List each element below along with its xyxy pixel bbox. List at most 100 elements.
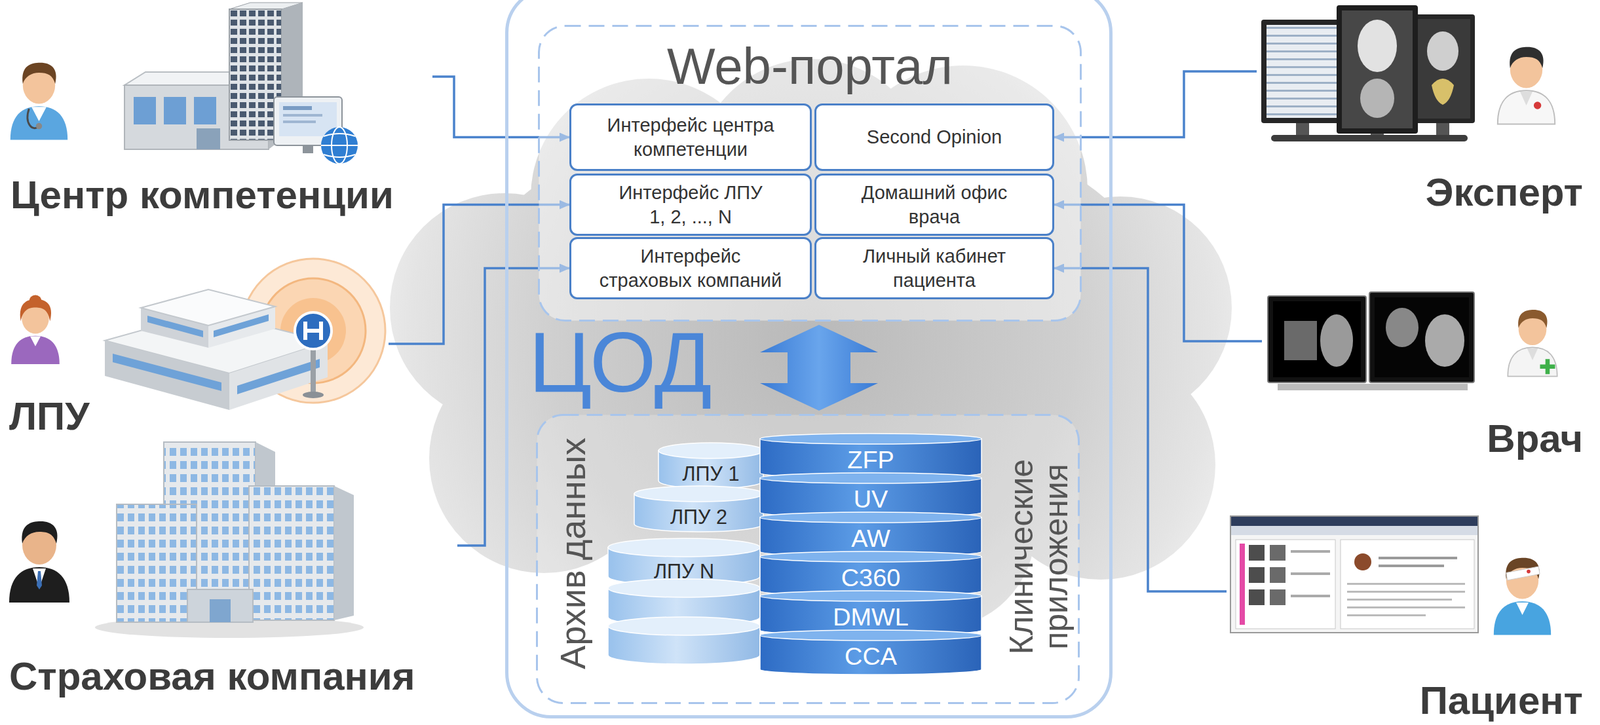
cylinder-top xyxy=(608,617,761,636)
workstation-icon xyxy=(1261,19,1344,124)
nurse-icon xyxy=(20,299,52,322)
application-disk: AW xyxy=(760,512,982,557)
actor-node: Центр компетенции xyxy=(6,5,433,217)
actor-label: Пациент xyxy=(1419,681,1583,721)
hospital-icon xyxy=(229,342,328,411)
businessman-icon xyxy=(21,521,58,544)
box-label: Личный кабинет пациента xyxy=(845,244,1023,293)
doctor-icon xyxy=(22,62,56,84)
connector-arrow xyxy=(1054,205,1262,343)
cylinder-top xyxy=(760,433,982,445)
expert-icon xyxy=(1520,91,1533,106)
expert-icon xyxy=(1533,101,1542,109)
office-building-icon xyxy=(302,145,314,154)
disk-shape xyxy=(760,590,982,636)
doctor-icon xyxy=(31,106,47,122)
xray-monitor-icon xyxy=(1374,297,1469,378)
workstation-icon xyxy=(1427,31,1459,71)
dashed-frame xyxy=(537,415,1080,704)
actor-label: Эксперт xyxy=(1425,172,1583,213)
office-building-icon xyxy=(323,133,356,158)
cylinder-top xyxy=(634,486,764,502)
application-disk: CCA xyxy=(760,630,982,675)
cylinder-label: ЛПУ 2 xyxy=(634,501,764,533)
patient-portal-icon xyxy=(1347,598,1452,601)
box-label: Second Opinion xyxy=(866,125,1002,149)
patient-portal-icon xyxy=(1340,539,1475,629)
portal-box: Интерфейс центра компетенции xyxy=(569,103,812,172)
xray-monitor-icon xyxy=(1267,296,1367,383)
office-building-icon xyxy=(283,114,323,117)
actor-label: Центр компетенции xyxy=(10,175,394,215)
cylinder-shape xyxy=(608,538,761,665)
workstation-icon xyxy=(1261,5,1475,142)
box-label: Интерфейс ЛПУ 1, 2, ..., N xyxy=(611,180,770,229)
application-disk: C360 xyxy=(760,551,982,597)
patient-portal-icon xyxy=(1269,567,1286,584)
doctor-icon xyxy=(10,106,68,140)
hospital-icon xyxy=(104,258,386,411)
physician-icon xyxy=(1527,348,1538,361)
patient-portal-icon xyxy=(1354,553,1372,571)
patient-portal-icon xyxy=(1230,516,1479,633)
application-disk: ZFP xyxy=(760,433,982,479)
dashed-group: Архив данныхКлинические приложенияЛПУ 1Л… xyxy=(535,414,1080,705)
patient-icon xyxy=(1516,602,1529,616)
actor-label: Врач xyxy=(1486,419,1583,459)
patient-portal-icon xyxy=(1230,516,1479,633)
actor-node: ЛПУ xyxy=(5,268,389,438)
patient-portal-icon xyxy=(1248,545,1265,561)
cylinder-top xyxy=(760,551,982,563)
patient-portal-icon xyxy=(1290,594,1331,598)
nurse-icon xyxy=(11,294,60,365)
workstation-icon xyxy=(1415,19,1471,119)
patient-icon xyxy=(1526,570,1531,574)
hospital-icon xyxy=(147,315,204,338)
patient-portal-icon xyxy=(1248,567,1265,584)
businessman-icon xyxy=(9,521,70,603)
archive-cylinder: ЛПУ 2 xyxy=(634,486,764,533)
workstation-icon xyxy=(1295,123,1310,135)
physician-icon xyxy=(1507,309,1557,377)
patient-portal-icon xyxy=(1231,516,1478,527)
physician-icon xyxy=(1539,359,1555,375)
hospital-icon xyxy=(213,314,269,338)
office-building-icon xyxy=(283,106,312,111)
patient-portal-icon xyxy=(1248,589,1265,606)
nurse-icon xyxy=(30,336,41,347)
workstation-icon xyxy=(1266,24,1339,118)
actor-label: ЛПУ xyxy=(9,397,90,437)
xray-monitor-icon xyxy=(1385,307,1419,348)
patient-portal-icon xyxy=(1239,543,1245,626)
group-title: Web-портал xyxy=(537,38,1082,96)
patient-portal-icon xyxy=(1290,550,1331,553)
block-arrow xyxy=(760,324,878,411)
office-tower-icon xyxy=(116,504,197,623)
patient-portal-icon xyxy=(1269,589,1286,606)
xray-monitor-icon xyxy=(1425,314,1465,367)
office-building-icon xyxy=(124,2,358,164)
workstation-icon xyxy=(1360,78,1395,118)
physician-icon xyxy=(1518,309,1547,329)
datacenter-title: ЦОД xyxy=(528,319,713,405)
xray-monitor-icon xyxy=(1284,321,1317,361)
patient-portal-icon xyxy=(1347,606,1466,609)
disk-label: C360 xyxy=(760,563,982,593)
disk-label: DMWL xyxy=(760,602,982,632)
workstation-icon xyxy=(1271,134,1468,142)
workstation-icon xyxy=(1431,78,1454,105)
office-tower-icon xyxy=(187,589,253,623)
portal-box: Домашний офис врача xyxy=(814,173,1055,236)
disk-label: UV xyxy=(760,484,982,514)
businessman-icon xyxy=(9,567,70,603)
patient-portal-icon xyxy=(1378,556,1458,560)
expert-icon xyxy=(1497,47,1555,125)
physician-icon xyxy=(1507,347,1557,377)
cylinder-shape xyxy=(608,538,761,586)
xray-monitor-icon xyxy=(1320,314,1353,367)
cylinder-label: ЛПУ 1 xyxy=(658,458,764,489)
portal-box: Интерфейс ЛПУ 1, 2, ..., N xyxy=(569,173,812,236)
hospital-icon xyxy=(237,359,320,395)
connector-group xyxy=(388,71,1262,592)
xray-monitor-icon xyxy=(1369,292,1475,383)
